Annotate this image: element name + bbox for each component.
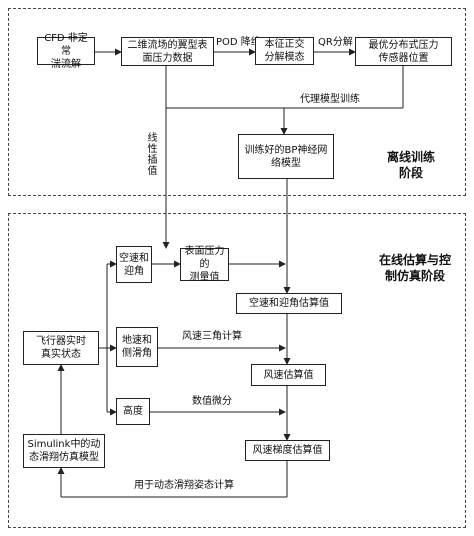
bp-network-box: 训练好的BP神经网 络模型 xyxy=(238,134,334,179)
airspeed-aoa-box: 空速和 迎角 xyxy=(116,246,152,283)
qr-label: QR分解 xyxy=(318,37,353,48)
online-stage-label: 在线估算与控 制仿真阶段 xyxy=(378,253,451,283)
wind-estimate-box: 风速估算值 xyxy=(251,364,326,386)
pressure-measurement-box: 表面压力的 测量值 xyxy=(180,246,229,283)
aircraft-state-box: 飞行器实时 真实状态 xyxy=(23,331,99,365)
pod-box: 本征正交 分解模态 xyxy=(255,37,314,65)
airfoil-pressure-box: 二维流场的翼型表 面压力数据 xyxy=(121,37,214,66)
numerical-diff-label: 数值微分 xyxy=(192,396,232,407)
cfd-box: CFD 非定常 湍流解 xyxy=(37,33,95,70)
groundspeed-sideslip-box: 地速和 侧滑角 xyxy=(116,327,158,367)
wind-triangle-label: 风速三角计算 xyxy=(182,331,242,342)
sensor-position-box: 最优分布式压力 传感器位置 xyxy=(355,37,452,66)
surrogate-training-label: 代理模型训练 xyxy=(300,94,360,105)
offline-stage-label: 离线训练 阶段 xyxy=(386,150,435,180)
pod-label: POD 降维 xyxy=(216,37,261,48)
offline-training-region xyxy=(8,8,466,196)
attitude-calc-label: 用于动态滑翔姿态计算 xyxy=(134,480,234,491)
height-box: 高度 xyxy=(116,398,150,425)
aoa-estimate-box: 空速和迎角估算值 xyxy=(236,293,342,314)
online-estimation-region xyxy=(8,213,466,528)
linear-interp-label: 线性插值 xyxy=(147,133,158,177)
simulink-model-box: Simulink中的动 态滑翔仿真模型 xyxy=(23,434,105,468)
wind-gradient-box: 风速梯度估算值 xyxy=(245,440,330,461)
